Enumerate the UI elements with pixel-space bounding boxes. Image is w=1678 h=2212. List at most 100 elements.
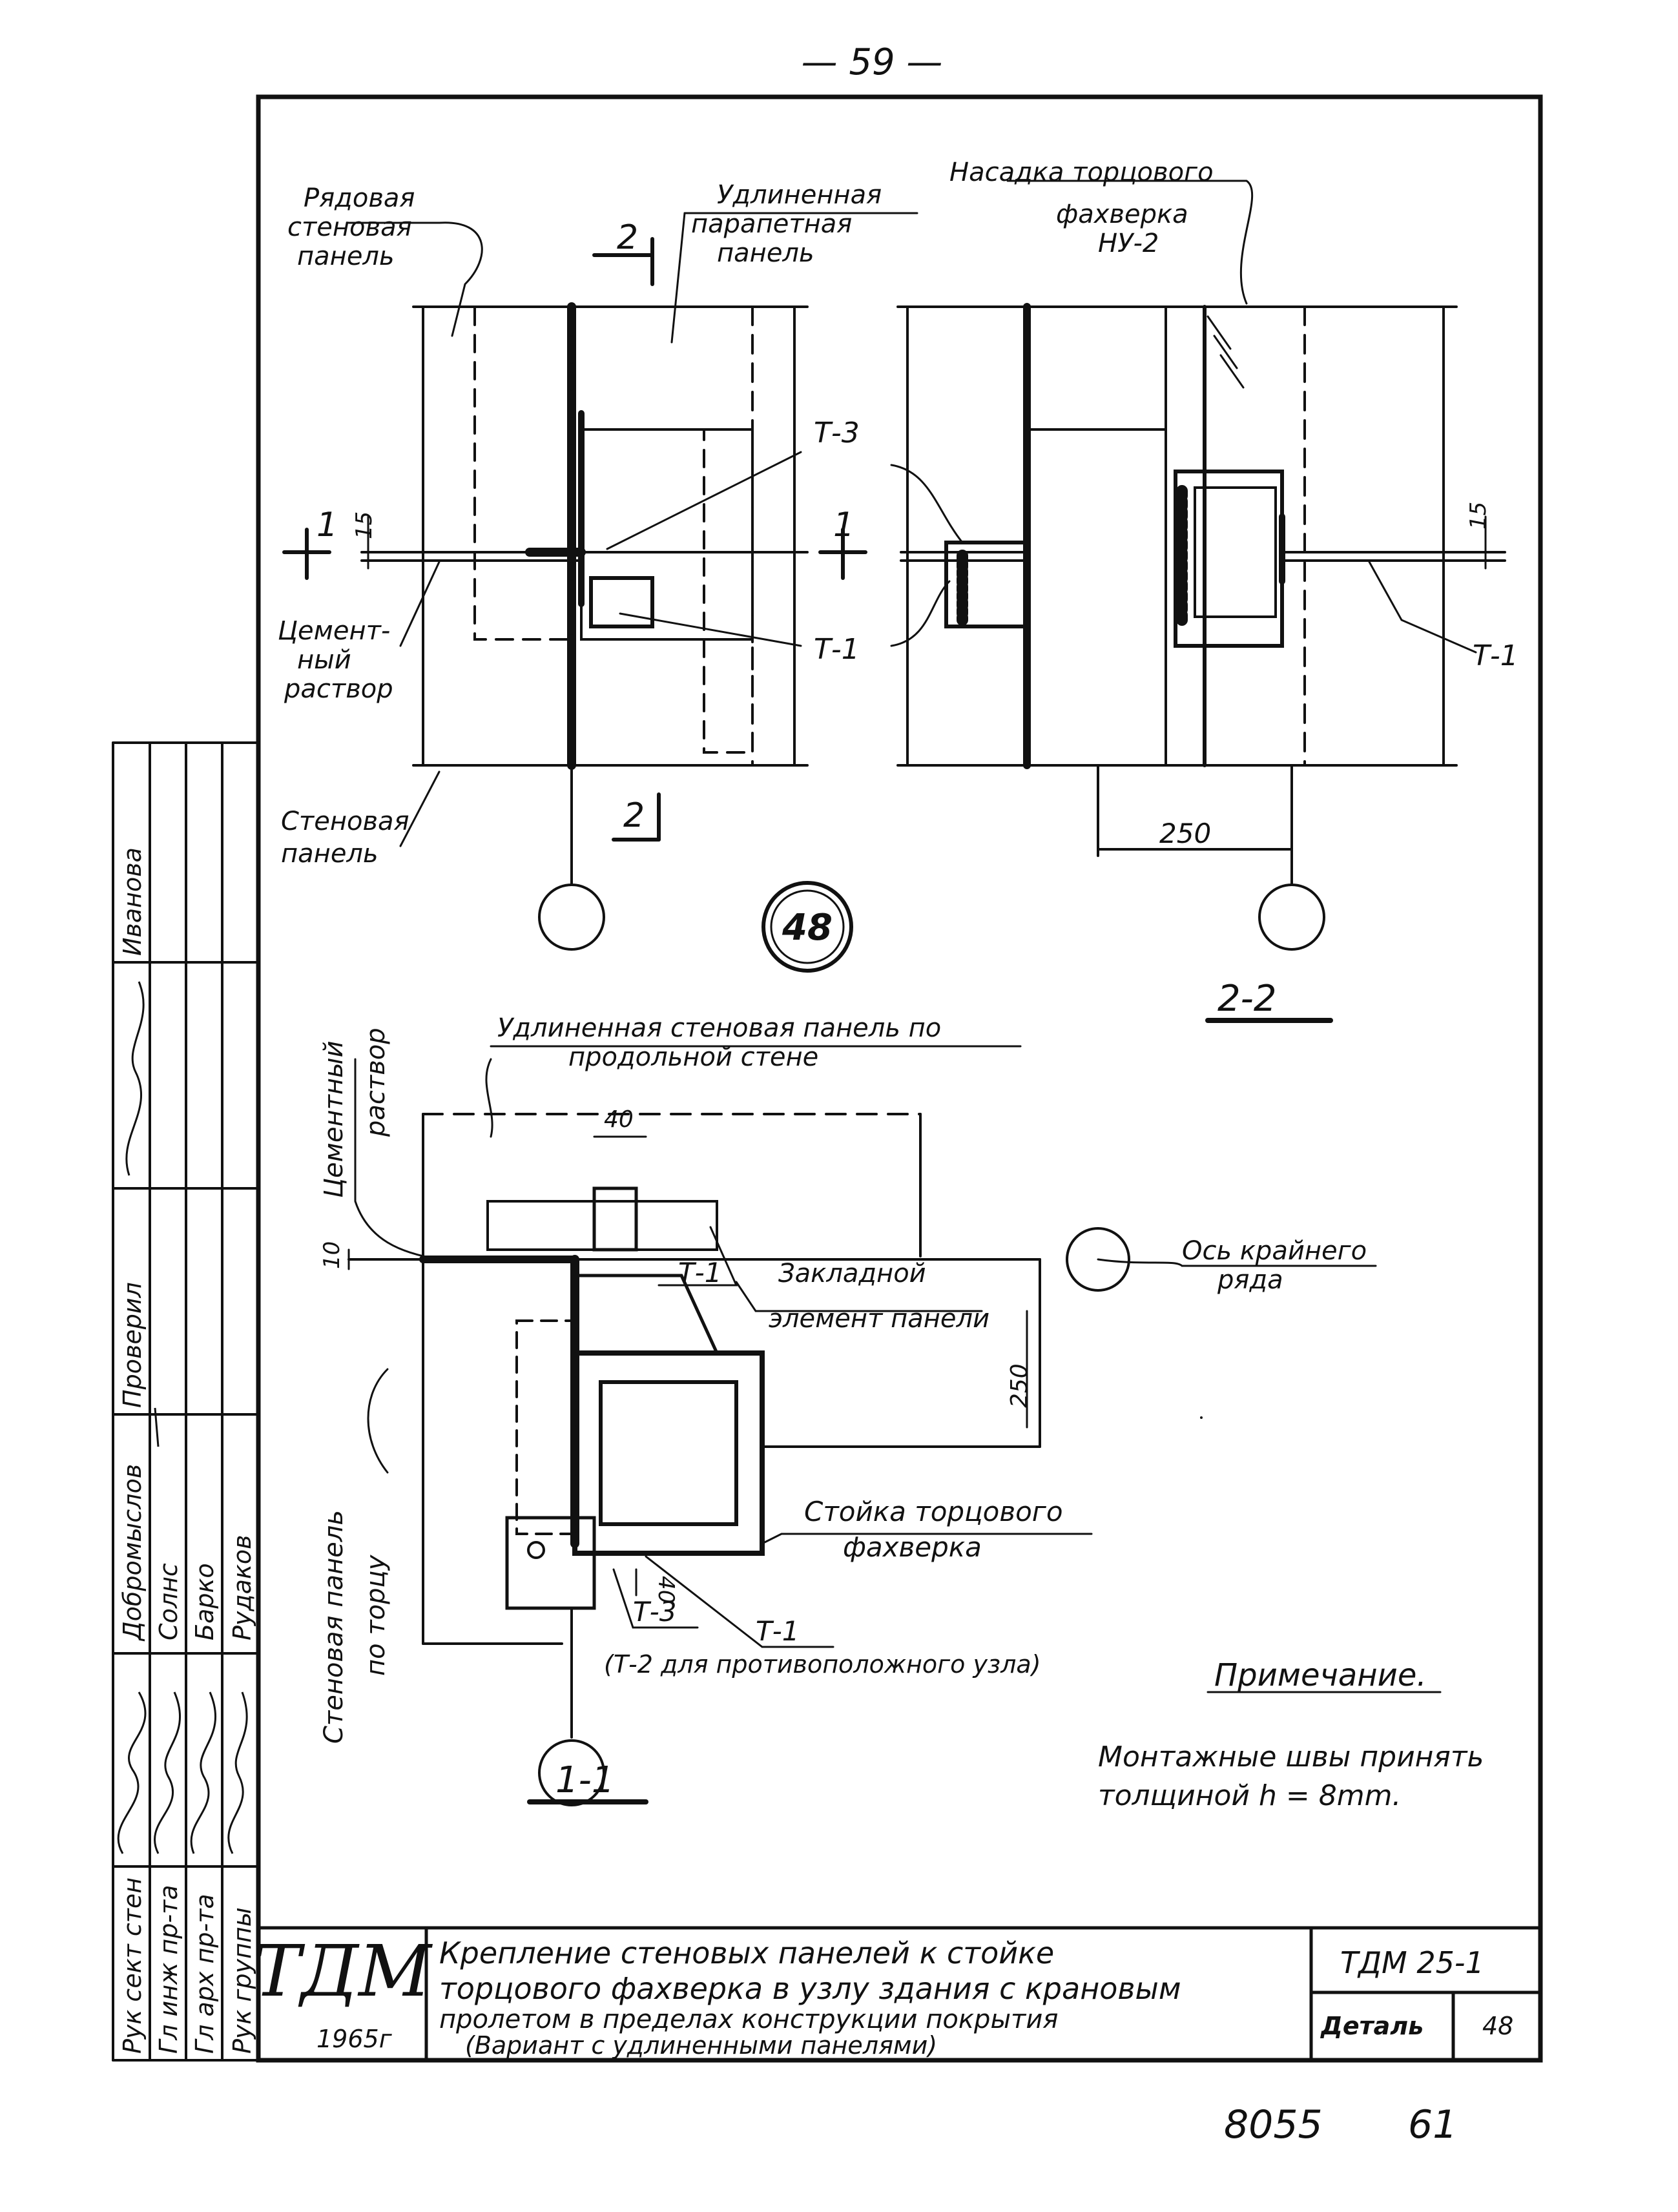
- label-t1-bottom: Т-1: [756, 1615, 800, 1647]
- label-outer-row-axis: Ось крайнего ряда: [1182, 1236, 1367, 1295]
- axis-circle-right: [1258, 884, 1325, 951]
- end-wall-line-2: по торцу: [361, 1554, 391, 1676]
- signature-names: Добромыслов Солнс Барко Рудаков Проверил…: [118, 847, 256, 1642]
- label-t3-top: Т-3: [814, 417, 860, 450]
- leaders-lower: [354, 1018, 1442, 1804]
- mortar-top-line-2: ный: [297, 645, 351, 675]
- mortar-side-line-2: раствор: [361, 1028, 391, 1137]
- label-t2-note: (Т-2 для противоположного узла): [604, 1650, 1041, 1679]
- label-extended-wall-panel: Удлиненная стеновая панель по продольной…: [497, 1013, 941, 1072]
- label-t3-bottom: Т-3: [633, 1596, 677, 1628]
- cap-line-1: Насадка торцового: [949, 158, 1214, 187]
- role-1: Рук сект стен: [118, 1877, 147, 2054]
- parapet-line-3: панель: [717, 238, 814, 268]
- label-extended-parapet-panel: Удлиненная парапетная панель: [691, 180, 882, 268]
- outer-axis-line-1: Ось крайнего: [1182, 1236, 1367, 1266]
- section-mark-1-left: 1: [316, 506, 338, 544]
- upper-left-view: [360, 302, 809, 770]
- logo: ТДМ: [253, 1930, 433, 2012]
- archive-number: 8055: [1224, 2102, 1323, 2147]
- parapet-line-2: парапетная: [691, 209, 852, 239]
- dim-40-bottom: 40: [653, 1576, 679, 1604]
- dim-15-left: 15: [351, 512, 377, 539]
- dimension-lines: [347, 515, 1487, 1597]
- label-t1-top-right: Т-1: [1473, 639, 1518, 672]
- dim-10: 10: [319, 1241, 345, 1269]
- cap-line-2: фахверка: [1056, 200, 1188, 229]
- label-embedded-element: Закладной элемент панели: [769, 1259, 989, 1334]
- embedded-line-1: Закладной: [778, 1259, 926, 1288]
- section-mark-2-bottom: 2: [623, 796, 645, 835]
- top-name-1: Иванова: [118, 847, 147, 956]
- title-line-3: пролетом в пределах конструкции покрытия: [439, 2005, 1058, 2034]
- leaders-upper: [347, 180, 1477, 847]
- dim-40-top: 40: [604, 1106, 634, 1133]
- mortar-top-line-1: Цемент-: [278, 616, 390, 646]
- label-row-panel: Рядовая стеновая панель: [287, 183, 415, 271]
- section-markers-upper: [282, 237, 867, 842]
- signature-block: [112, 741, 260, 2062]
- embedded-line-2: элемент панели: [769, 1304, 989, 1334]
- sheet-number: 61: [1408, 2102, 1457, 2147]
- label-wall-panel-top: Стеновая панель: [281, 807, 409, 869]
- sheet-frame: [256, 94, 1543, 2063]
- detail-number: 48: [1482, 2012, 1513, 2040]
- series: ТДМ 25-1: [1340, 1945, 1484, 1980]
- dim-250-side: 250: [1006, 1363, 1033, 1408]
- year: 1965г: [316, 2025, 393, 2053]
- label-end-wall-panel: Стеновая панель по торцу: [319, 1510, 391, 1744]
- name-1: Добромыслов: [118, 1464, 147, 1642]
- checked-label: Проверил: [118, 1282, 147, 1408]
- ext-wall-line-2: продольной стене: [568, 1042, 818, 1072]
- label-t1-mid: Т-1: [678, 1257, 722, 1288]
- label-cement-mortar-side: Цементный раствор: [319, 1028, 391, 1198]
- parapet-line-1: Удлиненная: [717, 180, 882, 210]
- upper-right-view: [896, 303, 1506, 769]
- dim-15-right: 15: [1466, 502, 1491, 530]
- mortar-top-line-3: раствор: [284, 674, 393, 704]
- title-line-2: торцового фахверка в узлу здания с крано…: [439, 1971, 1181, 2006]
- axis-circle-bottom: [538, 1739, 605, 1806]
- axis-circle-left: [538, 884, 605, 951]
- dim-250-top: 250: [1159, 818, 1211, 849]
- label-cement-mortar-top: Цемент- ный раствор: [278, 616, 393, 704]
- name-2: Солнс: [154, 1563, 183, 1640]
- column-line-1: Стойка торцового: [804, 1496, 1063, 1527]
- section-mark-1-right: 1: [833, 506, 855, 544]
- column-line-2: фахверка: [843, 1531, 982, 1563]
- note-heading: Примечание.: [1214, 1657, 1427, 1693]
- wall-panel-top-line-2: панель: [281, 839, 378, 869]
- title-line-4: (Вариант с удлиненными панелями): [465, 2031, 937, 2060]
- label-t1-top-left: Т-1: [814, 633, 860, 666]
- note-line-1: Монтажные швы принять: [1098, 1741, 1484, 1773]
- section-mark-2-top: 2: [617, 218, 638, 257]
- note-line-2: толщиной h = 8mm.: [1098, 1779, 1401, 1812]
- section-title-1-1: 1-1: [555, 1759, 614, 1801]
- wall-panel-top-line-1: Стеновая: [281, 807, 409, 836]
- page-number: — 59 —: [802, 41, 943, 83]
- note-block: Примечание. Монтажные швы принять толщин…: [1098, 1657, 1484, 1812]
- upper-axes: [538, 764, 1325, 1419]
- node-circle-outer: [761, 881, 853, 973]
- section-title-2-2: 2-2: [1217, 978, 1276, 1020]
- axis-circle-outer-row: [1066, 1227, 1130, 1292]
- outer-axis-line-2: ряда: [1217, 1265, 1283, 1295]
- role-3: Гл арх пр-та: [191, 1894, 219, 2054]
- label-end-wind-column: Стойка торцового фахверка: [804, 1496, 1063, 1563]
- cap-line-3: НУ-2: [1098, 229, 1159, 258]
- detail-label: Деталь: [1320, 2012, 1424, 2040]
- name-4: Рудаков: [228, 1535, 256, 1640]
- row-panel-line-2: стеновая: [287, 212, 412, 242]
- mortar-side-line-1: Цементный: [319, 1040, 349, 1198]
- end-wall-line-1: Стеновая панель: [319, 1510, 349, 1744]
- handwritten-signatures: [117, 981, 248, 1854]
- label-wind-frame-cap: Насадка торцового фахверка НУ-2: [949, 158, 1214, 258]
- row-panel-line-3: панель: [297, 242, 395, 271]
- row-panel-line-1: Рядовая: [304, 183, 415, 213]
- node-number: 48: [782, 907, 833, 949]
- role-4: Рук группы: [228, 1907, 256, 2054]
- title-line-1: Крепление стеновых панелей к стойке: [439, 1936, 1054, 1970]
- name-3: Барко: [191, 1563, 219, 1640]
- role-2: Гл инж пр-та: [154, 1885, 183, 2054]
